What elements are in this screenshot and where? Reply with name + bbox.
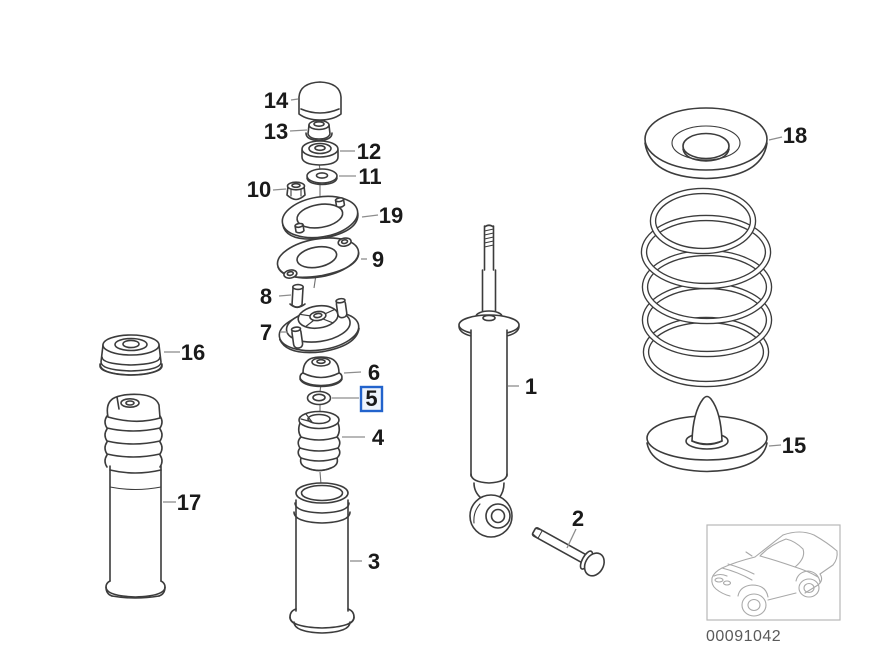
part-5-highlight-box [359, 385, 384, 413]
part-19-label[interactable]: 19 [379, 203, 403, 228]
part-12-drawing [301, 140, 339, 166]
part-3-drawing [289, 482, 355, 634]
part-4-drawing [297, 410, 341, 472]
part-13-drawing [305, 119, 333, 142]
part-6-label[interactable]: 6 [368, 360, 380, 385]
part-2-drawing [531, 526, 605, 577]
part-10-label[interactable]: 10 [247, 177, 271, 202]
part-14-label[interactable]: 14 [264, 88, 289, 113]
part-8-drawing [289, 283, 306, 309]
part-14-drawing [298, 81, 342, 121]
part-5-label[interactable]: 5 [365, 386, 377, 411]
part-5-drawing [306, 390, 332, 406]
car-icon [711, 531, 838, 617]
part-11-label[interactable]: 11 [358, 164, 381, 189]
part-7-drawing [278, 297, 360, 354]
part-1-label[interactable]: 1 [525, 374, 537, 399]
part-12-label[interactable]: 12 [357, 139, 381, 164]
part-6-drawing [299, 356, 343, 388]
part-16-drawing [99, 334, 163, 376]
part-4-label[interactable]: 4 [372, 425, 385, 450]
part-18-label[interactable]: 18 [783, 123, 807, 148]
part-3-label[interactable]: 3 [368, 549, 380, 574]
part-15-drawing [646, 395, 768, 473]
part-18-drawing [644, 107, 768, 180]
leader-lines [163, 98, 783, 562]
part-16-label[interactable]: 16 [181, 340, 205, 365]
coil-spring-drawing [640, 187, 773, 388]
part-11-drawing [306, 168, 338, 186]
part-10-drawing [286, 181, 306, 201]
part-8-label[interactable]: 8 [260, 284, 272, 309]
part-13-label[interactable]: 13 [264, 119, 288, 144]
part-15-label[interactable]: 15 [782, 433, 806, 458]
part-17-drawing [104, 393, 166, 599]
part-9-drawing [276, 237, 360, 279]
part-17-label[interactable]: 17 [177, 490, 201, 515]
part-1-drawing [458, 224, 520, 538]
car-thumbnail: 00091042 [706, 524, 841, 645]
part-19-drawing [281, 195, 359, 240]
part-2-label[interactable]: 2 [572, 506, 584, 531]
diagram-code: 00091042 [706, 628, 781, 645]
part-9-label[interactable]: 9 [372, 247, 384, 272]
part-labels: 14 13 12 11 10 19 9 8 7 6 5 4 3 16 17 1 … [177, 88, 807, 574]
part-7-label[interactable]: 7 [260, 320, 272, 345]
